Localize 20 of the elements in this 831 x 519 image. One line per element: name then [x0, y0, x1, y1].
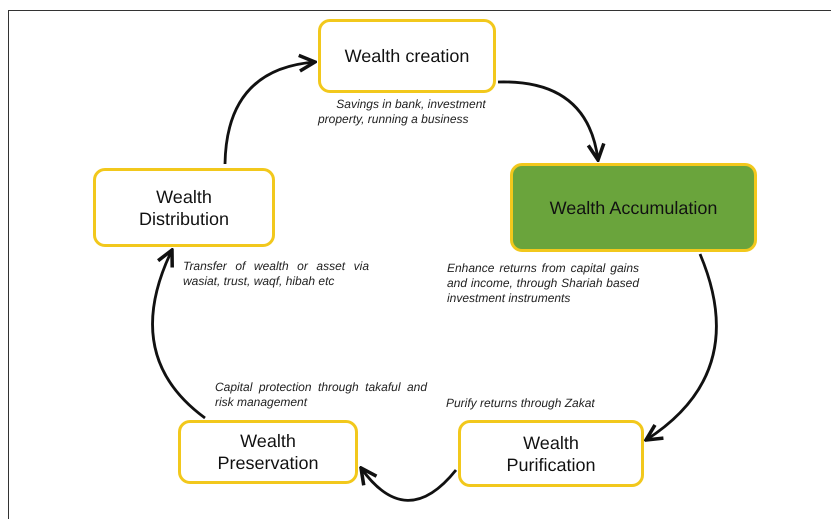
stage-title: Wealth Purification — [505, 432, 597, 476]
arrow — [151, 248, 206, 420]
stage-description: Savings in bank, investment property, running a business — [318, 97, 487, 127]
stage-description: Enhance returns from capital gains and income, through Shariah based investment instruments — [447, 261, 639, 306]
arrow — [359, 466, 458, 502]
highlighted-stage-box — [510, 163, 757, 252]
stage-description: Capital protection through takaful and risk management — [215, 380, 427, 410]
arrow — [498, 80, 605, 162]
stage-box — [318, 19, 496, 93]
stage-title: Wealth creation — [344, 45, 470, 67]
stage-title: Wealth Accumulation — [550, 196, 718, 218]
stage-box — [458, 420, 644, 487]
stage-description: Transfer of wealth or asset via wasiat, trust, waqf, hibah etc — [183, 259, 369, 289]
arrow — [644, 254, 718, 442]
stage-description: Purify returns through Zakat — [446, 396, 596, 411]
stage-title: Wealth Distribution — [138, 186, 230, 230]
stage-box — [178, 420, 358, 484]
arrow — [224, 54, 317, 164]
stage-box — [93, 168, 275, 247]
stage-title: Wealth Preservation — [216, 430, 320, 474]
